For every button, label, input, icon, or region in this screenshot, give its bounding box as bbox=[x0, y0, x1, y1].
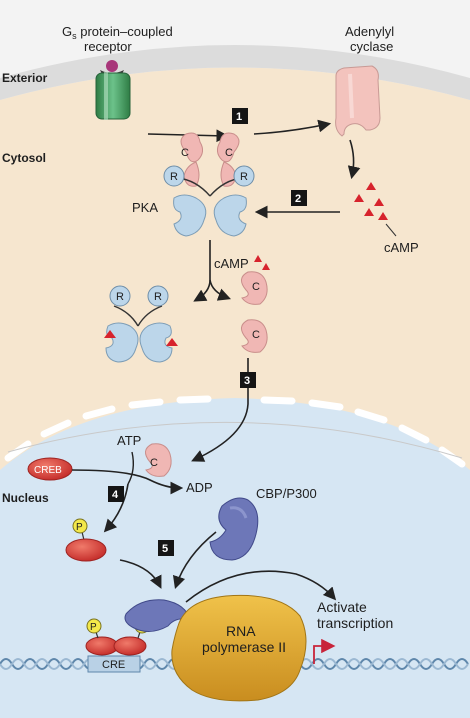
camp-label-mid: cAMP bbox=[214, 256, 249, 271]
activate-label: Activate bbox=[317, 599, 367, 615]
svg-text:3: 3 bbox=[244, 375, 250, 387]
arrow-cyclase-to-camp bbox=[347, 139, 361, 180]
step-1-badge: 1 bbox=[232, 108, 248, 124]
svg-text:R: R bbox=[154, 291, 162, 303]
svg-text:CRE: CRE bbox=[102, 659, 125, 671]
arrow-step4 bbox=[103, 483, 129, 533]
svg-text:P: P bbox=[76, 522, 83, 533]
svg-text:C: C bbox=[150, 457, 158, 469]
arrow-step5-creb bbox=[119, 559, 162, 589]
phosphorylated-creb: P bbox=[65, 518, 107, 562]
svg-text:1: 1 bbox=[236, 111, 242, 123]
svg-text:5: 5 bbox=[162, 543, 168, 555]
pka-label: PKA bbox=[132, 200, 158, 215]
step-5-badge: 5 bbox=[158, 540, 174, 556]
step-4-badge: 4 bbox=[108, 486, 124, 502]
arrow-step1-b bbox=[253, 119, 332, 135]
activate-arrow bbox=[185, 570, 337, 603]
gs-receptor bbox=[95, 60, 131, 120]
svg-text:RNA: RNA bbox=[226, 623, 256, 639]
camp-leader-line bbox=[385, 223, 397, 237]
pka-catalytic-subunits: C C bbox=[241, 271, 268, 353]
arrow-to-c-subunits bbox=[209, 279, 231, 301]
receptor-label-line2: receptor bbox=[84, 39, 132, 54]
cbp-p300-protein bbox=[209, 497, 259, 561]
pka-regulatory-dimer: R R bbox=[104, 285, 178, 363]
rna-polymerase-ii: RNA polymerase II bbox=[171, 594, 307, 702]
svg-text:C: C bbox=[252, 281, 260, 293]
svg-text:C: C bbox=[252, 329, 260, 341]
plasma-membrane bbox=[0, 45, 470, 100]
region-label-nucleus: Nucleus bbox=[2, 491, 49, 505]
adenylyl-cyclase-label-line2: cyclase bbox=[350, 39, 393, 54]
camp-molecules-mid bbox=[254, 255, 270, 270]
receptor-label: Gs protein–coupled bbox=[62, 24, 173, 41]
svg-text:R: R bbox=[170, 171, 178, 183]
adenylyl-cyclase bbox=[335, 65, 381, 137]
step-2-badge: 2 bbox=[291, 190, 307, 206]
camp-label-right: cAMP bbox=[384, 240, 419, 255]
nuclear-envelope bbox=[4, 395, 466, 468]
transcription-label: transcription bbox=[317, 615, 393, 631]
nuclear-catalytic-subunit: C bbox=[145, 443, 172, 477]
adenylyl-cyclase-label: Adenylyl bbox=[345, 24, 394, 39]
svg-text:C: C bbox=[225, 147, 233, 159]
svg-text:polymerase II: polymerase II bbox=[202, 639, 286, 655]
cre-element: CRE bbox=[87, 655, 141, 673]
camp-molecules-right bbox=[354, 182, 388, 220]
arrow-step5-cbp bbox=[172, 531, 217, 590]
cbp-p300-label: CBP/P300 bbox=[256, 486, 317, 501]
pka-holoenzyme: R R C C bbox=[163, 132, 255, 237]
arrow-step3 bbox=[191, 358, 249, 462]
svg-text:P: P bbox=[90, 622, 97, 633]
transcription-start-arrow bbox=[313, 638, 336, 664]
step-3-badge: 3 bbox=[240, 372, 256, 388]
svg-text:2: 2 bbox=[295, 193, 301, 205]
creb-protein: CREB bbox=[27, 457, 73, 481]
adp-label: ADP bbox=[186, 480, 213, 495]
svg-text:R: R bbox=[116, 291, 124, 303]
cbp-bound bbox=[124, 599, 191, 632]
creb-to-adp-arrow bbox=[71, 469, 184, 495]
atp-label: ATP bbox=[117, 433, 141, 448]
svg-text:C: C bbox=[181, 147, 189, 159]
svg-text:4: 4 bbox=[112, 489, 119, 501]
atp-arrow bbox=[127, 451, 135, 485]
svg-text:CREB: CREB bbox=[34, 465, 62, 476]
svg-text:R: R bbox=[240, 171, 248, 183]
region-label-cytosol: Cytosol bbox=[2, 151, 46, 165]
region-label-exterior: Exterior bbox=[2, 71, 48, 85]
